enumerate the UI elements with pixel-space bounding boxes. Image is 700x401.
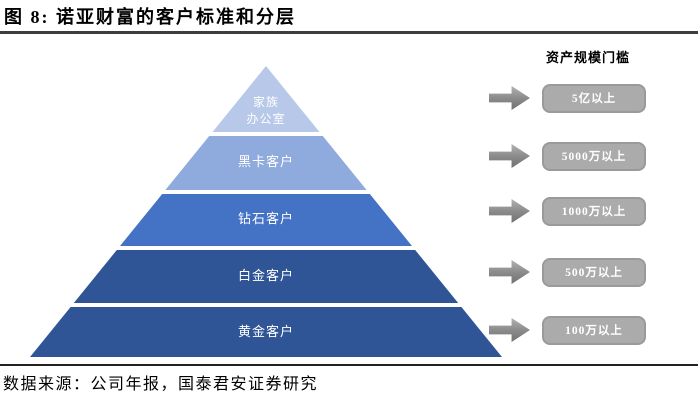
right-arrow-icon: [489, 260, 530, 284]
threshold-label: 1000万以上: [561, 206, 627, 218]
threshold-label: 500万以上: [565, 267, 623, 279]
threshold-label: 5亿以上: [571, 93, 617, 105]
threshold-box-black-card: 5000万以上: [542, 141, 646, 171]
threshold-row-gold: 100万以上: [489, 315, 649, 345]
figure-title: 图 8: 诺亚财富的客户标准和分层: [4, 7, 296, 27]
threshold-box-platinum: 500万以上: [542, 257, 646, 287]
right-arrow-icon: [489, 86, 530, 110]
layer-label-family-office-line2: 办公室: [246, 111, 285, 126]
threshold-panel-header: 资产规模门槛: [545, 50, 630, 65]
pyramid-layer-platinum: [73, 250, 459, 303]
right-arrow-icon: [489, 199, 530, 223]
threshold-box-diamond: 1000万以上: [542, 196, 646, 226]
layer-label-diamond: 钻石客户: [238, 211, 294, 226]
threshold-row-platinum: 500万以上: [489, 257, 649, 287]
right-arrow-icon: [489, 318, 530, 342]
layer-label-gold: 黄金客户: [238, 324, 294, 339]
threshold-label: 5000万以上: [561, 151, 627, 163]
pyramid-layer-gold: [30, 307, 502, 357]
layer-label-platinum: 白金客户: [238, 268, 294, 283]
threshold-row-family-office: 5亿以上: [489, 83, 649, 113]
title-divider: [0, 31, 698, 34]
threshold-box-family-office: 5亿以上: [542, 83, 646, 113]
pyramid-layer-family-office: [212, 66, 320, 132]
layer-label-family-office-line1: 家族: [253, 94, 279, 109]
threshold-box-gold: 100万以上: [542, 315, 646, 345]
footer-divider: [0, 364, 698, 366]
data-source-text: 数据来源：公司年报，国泰君安证券研究: [3, 376, 319, 393]
right-arrow-icon: [489, 144, 530, 168]
threshold-label: 100万以上: [565, 325, 623, 337]
pyramid-layer-diamond: [120, 194, 412, 246]
layer-label-black-card: 黑卡客户: [238, 154, 294, 169]
threshold-row-diamond: 1000万以上: [489, 196, 649, 226]
threshold-row-black-card: 5000万以上: [489, 141, 649, 171]
pyramid-layer-black-card: [165, 136, 367, 190]
